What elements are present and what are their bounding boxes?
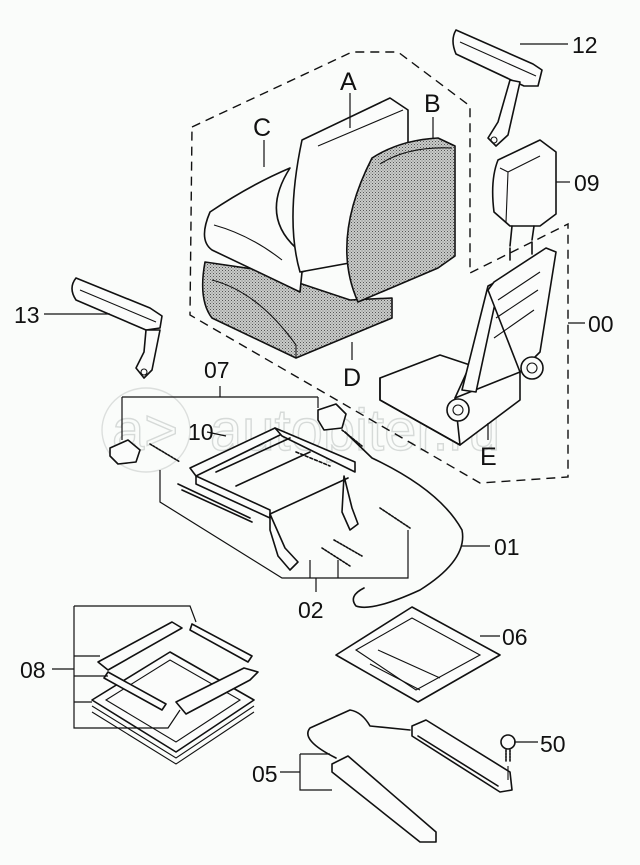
bellows-brackets-08 [91,621,259,765]
callout-a: A [340,68,357,96]
callout-06: 06 [502,624,528,650]
cable-01 [341,429,464,609]
base-plate-06 [335,606,501,703]
callout-e: E [480,443,497,471]
callout-10: 10 [188,419,214,445]
callout-05: 05 [252,761,278,787]
callout-b: B [424,90,441,118]
callout-c: C [253,114,271,142]
armrest-12 [452,29,543,147]
slide-rails-05 [307,709,513,843]
leader-lines [44,43,585,791]
armrest-13 [71,277,163,379]
callout-08: 08 [20,657,46,683]
callout-09: 09 [574,170,600,196]
suspension-frame-10 [177,427,359,571]
watermark-logo-circle [101,387,191,473]
springs-02 [149,443,411,567]
callout-d: D [343,364,361,392]
rollers-07 [109,403,347,465]
callout-07: 07 [204,357,230,383]
backrest-b [346,137,456,303]
callout-50: 50 [540,731,566,757]
seat-cushion-base-d [201,261,393,359]
callout-13: 13 [14,302,40,328]
bolt-50 [500,734,516,780]
callout-00: 00 [588,311,614,337]
seat-frame-e [379,241,557,446]
callout-12: 12 [572,32,598,58]
seat-cushion-c [203,167,321,293]
callout-01: 01 [494,534,520,560]
callout-02: 02 [298,597,324,623]
headrest-09 [491,139,557,247]
seat-group-boundary [189,51,569,484]
